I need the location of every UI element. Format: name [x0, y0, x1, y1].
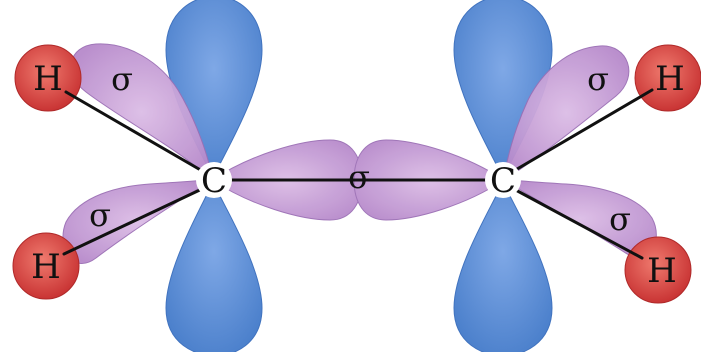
- p-orbitals: [165, 0, 553, 352]
- hydrogen-top-left-label: H: [33, 59, 63, 99]
- sigma-orbital-top-left: [70, 43, 213, 182]
- carbon-left-label: C: [201, 161, 227, 201]
- sigma-label-top-left: σ: [111, 60, 133, 98]
- hydrogen-bottom-left: [12, 232, 80, 300]
- p-orbital-right-bottom: [453, 180, 553, 352]
- sigma-label-bottom-left: σ: [89, 196, 111, 234]
- bond-line-top-left: [64, 90, 206, 174]
- carbon-right: [485, 162, 521, 198]
- sigma-labels: σ σ σ σ σ: [89, 60, 631, 238]
- hydrogen-top-left: [14, 44, 82, 112]
- hydrogen-bottom-right-label: H: [647, 251, 677, 291]
- carbon-right-label: C: [490, 161, 516, 201]
- bond-line-bottom-right: [510, 186, 644, 260]
- sigma-label-top-right: σ: [587, 60, 609, 98]
- bond-line-top-right: [510, 88, 654, 174]
- bond-line-bottom-left: [62, 186, 206, 256]
- hydrogen-bottom-left-label: H: [31, 247, 61, 287]
- p-orbital-left-bottom: [165, 180, 263, 352]
- sigma-label-bottom-right: σ: [609, 200, 631, 238]
- hydrogen-atoms: [12, 44, 701, 304]
- atom-labels: C C H H H H: [31, 59, 685, 291]
- bond-lines: [62, 88, 654, 260]
- sigma-orbitals: [62, 43, 657, 264]
- carbon-left: [196, 162, 232, 198]
- hydrogen-top-right: [634, 44, 701, 112]
- hydrogen-bottom-right: [624, 236, 692, 304]
- carbon-atoms: [196, 162, 521, 198]
- sigma-orbital-top-right: [503, 45, 630, 181]
- sigma-label-cc: σ: [348, 158, 370, 196]
- hydrogen-top-right-label: H: [655, 59, 685, 99]
